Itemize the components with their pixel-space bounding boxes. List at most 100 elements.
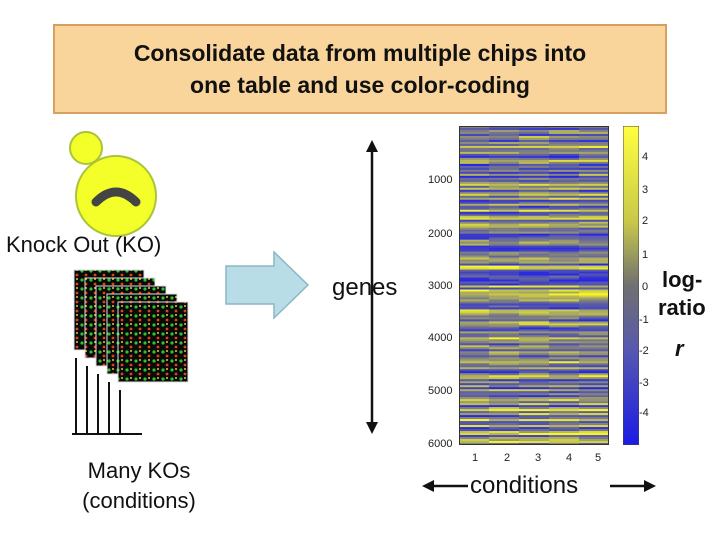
heatmap-cell [549, 139, 580, 143]
heatmap-cell [519, 381, 550, 384]
heatmap-cell [459, 315, 490, 318]
heatmap-cell [459, 365, 490, 368]
heatmap-cell [459, 395, 490, 398]
heatmap-cell [519, 309, 550, 312]
heatmap [459, 126, 609, 445]
heatmap-cell [519, 215, 550, 219]
heatmap-cell [579, 197, 609, 201]
heatmap-cell [489, 209, 520, 213]
heatmap-cell [459, 129, 490, 133]
heatmap-cell [519, 341, 550, 344]
heatmap-cell [459, 303, 490, 306]
heatmap-cell [459, 385, 490, 388]
heatmap-cell [489, 241, 520, 244]
heatmap-cell [579, 397, 609, 400]
heatmap-cell [459, 229, 490, 232]
heatmap-cell [489, 361, 520, 364]
heatmap-cell [459, 363, 490, 366]
heatmap-cell [519, 201, 550, 205]
heatmap-cell [519, 177, 550, 181]
heatmap-cell [459, 291, 490, 294]
heatmap-cell [459, 195, 490, 199]
heatmap-cell [459, 213, 490, 217]
heatmap-cell [549, 247, 580, 250]
heatmap-cell [489, 143, 520, 147]
heatmap-cell [549, 215, 580, 219]
heatmap-cell [579, 227, 609, 230]
heatmap-cell [549, 379, 580, 382]
colorbar-tick: 1 [642, 249, 649, 261]
heatmap-cell [519, 351, 550, 354]
title-box: Consolidate data from multiple chips int… [53, 24, 667, 114]
heatmap-cell [579, 321, 609, 324]
heatmap-cell [549, 279, 580, 282]
heatmap-cell [459, 407, 490, 410]
heatmap-cell [549, 183, 580, 187]
heatmap-cell [549, 225, 580, 228]
heatmap-cell [489, 299, 520, 302]
heatmap-cell [519, 261, 550, 264]
heatmap-cell [459, 369, 490, 372]
heatmap-cell [519, 357, 550, 360]
heatmap-frame [459, 126, 609, 445]
heatmap-cell [489, 343, 520, 346]
heatmap-cell [579, 441, 609, 444]
heatmap-cell [519, 303, 550, 306]
heatmap-cell [489, 253, 520, 256]
heatmap-cell [579, 133, 609, 137]
heatmap-cell [579, 249, 609, 252]
heatmap-cell [489, 425, 520, 428]
heatmap-cell [519, 399, 550, 402]
heatmap-cell [489, 351, 520, 354]
heatmap-cell [489, 317, 520, 320]
heatmap-cell [519, 171, 550, 175]
heatmap-cell [459, 411, 490, 414]
heatmap-cell [549, 385, 580, 388]
heatmap-cell [489, 171, 520, 175]
heatmap-cell [579, 393, 609, 396]
heatmap-cell [549, 305, 580, 308]
heatmap-cell [489, 173, 520, 177]
heatmap-cell [519, 301, 550, 304]
heatmap-cell [519, 155, 550, 159]
genes-double-arrow-icon [366, 140, 378, 434]
heatmap-cell [519, 181, 550, 185]
heatmap-cell [459, 267, 490, 270]
heatmap-cell [519, 151, 550, 155]
heatmap-cell [579, 163, 609, 167]
heatmap-cell [579, 149, 609, 153]
heatmap-cell [489, 161, 520, 165]
heatmap-cell [459, 423, 490, 426]
heatmap-cell [549, 339, 580, 342]
heatmap-cell [549, 249, 580, 252]
heatmap-cell [549, 329, 580, 332]
heatmap-cell [489, 305, 520, 308]
heatmap-cell [519, 197, 550, 201]
heatmap-cell [459, 351, 490, 354]
heatmap-cell [579, 195, 609, 199]
heatmap-cell [459, 225, 490, 228]
heatmap-cell [489, 233, 520, 236]
heatmap-cell [549, 341, 580, 344]
heatmap-cell [459, 247, 490, 250]
heatmap-cell [579, 215, 609, 219]
heatmap-cell [519, 221, 550, 224]
heatmap-cell [489, 333, 520, 336]
heatmap-cell [519, 203, 550, 207]
heatmap-cell [579, 231, 609, 234]
heatmap-cell [579, 281, 609, 284]
heatmap-cell [519, 281, 550, 284]
heatmap-cell [579, 225, 609, 228]
heatmap-cell [579, 293, 609, 296]
heatmap-cell [549, 207, 580, 211]
heatmap-cell [579, 239, 609, 242]
heatmap-cell [459, 345, 490, 348]
heatmap-cell [579, 363, 609, 366]
heatmap-cell [549, 129, 580, 133]
heatmap-cell [489, 383, 520, 386]
heatmap-cell [519, 143, 550, 147]
heatmap-cell [549, 201, 580, 205]
heatmap-cell [459, 181, 490, 185]
heatmap-x-tick: 1 [472, 452, 479, 464]
heatmap-cell [459, 353, 490, 356]
